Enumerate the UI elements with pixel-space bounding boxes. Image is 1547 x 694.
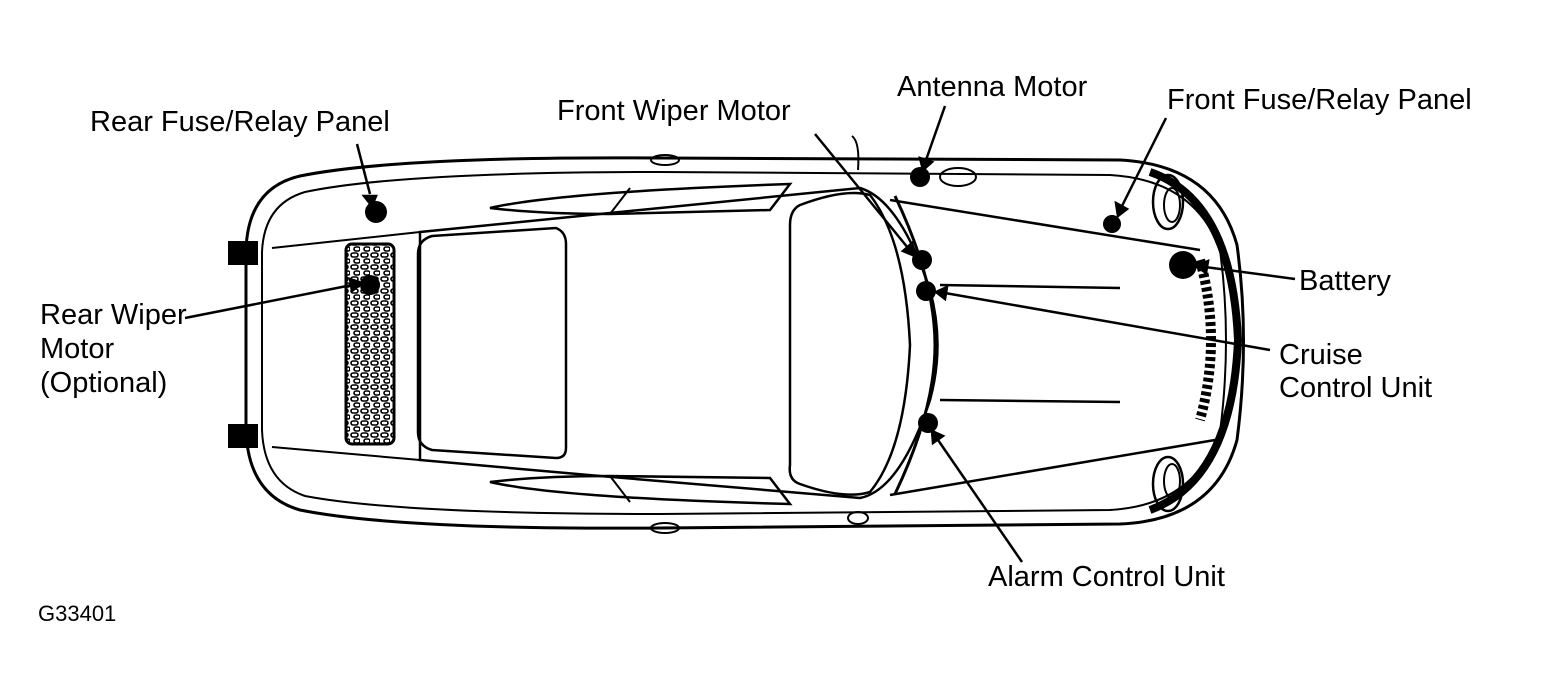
engine-grille	[344, 242, 396, 446]
mirror-bottom	[650, 522, 680, 534]
hood-line-bottom	[939, 398, 1121, 404]
rear-fuse-relay-panel-marker	[365, 201, 387, 223]
door-pillar-top	[609, 187, 631, 215]
alarm-control-unit-label: Alarm Control Unit	[988, 561, 1225, 593]
antenna-mast	[851, 135, 860, 171]
front-wiper-motor-label: Front Wiper Motor	[557, 95, 791, 127]
leader-lines	[184, 105, 1296, 563]
rear-bumper-guard-top	[228, 241, 258, 265]
rear-bumper-guard-bottom	[228, 424, 258, 448]
hood-line-top	[939, 283, 1121, 290]
rear-wiper-motor-label-line2: Motor	[40, 333, 115, 365]
front-fuse-relay-panel-label: Front Fuse/Relay Panel	[1167, 84, 1472, 116]
battery-label: Battery	[1299, 265, 1391, 297]
rear-window	[416, 226, 568, 460]
headlight-right	[1151, 455, 1185, 513]
body-line-top-front	[889, 198, 1201, 252]
rear-fuse-relay-panel-label: Rear Fuse/Relay Panel	[90, 106, 390, 138]
side-window-top	[489, 182, 793, 216]
body-line-top-rear	[271, 231, 421, 249]
windshield	[788, 191, 912, 496]
body-line-bottom-rear	[271, 446, 421, 461]
front-bumper	[1148, 168, 1243, 514]
antenna-motor-marker	[910, 167, 930, 187]
door-pillar-bottom	[609, 475, 631, 503]
figure-id: G33401	[38, 601, 117, 626]
alarm-control-unit-marker	[918, 413, 938, 433]
battery-marker	[1169, 251, 1197, 279]
cruise-control-unit-label-line1: Cruise	[1279, 339, 1363, 371]
rear-wiper-motor-label-line1: Rear Wiper	[40, 299, 187, 331]
headlight-right-inner	[1163, 463, 1181, 499]
cowl	[893, 195, 937, 495]
antenna-motor-label: Antenna Motor	[897, 71, 1088, 103]
front-fuse-relay-panel-marker	[1103, 215, 1121, 233]
body-line-bottom-front	[889, 438, 1216, 497]
headlight-left	[1151, 173, 1185, 231]
mirror-top	[650, 154, 680, 166]
cabin-outline	[418, 186, 939, 500]
rear-wiper-motor-marker	[360, 275, 380, 295]
cruise-control-unit-marker	[916, 281, 936, 301]
car-body-outline	[244, 156, 1245, 530]
side-window-bottom	[489, 474, 793, 506]
wiper-pivot-bottom	[847, 511, 869, 525]
headlight-left-inner	[1163, 187, 1181, 223]
fuel-filler	[939, 167, 977, 187]
rear-wiper-motor-label-line3: (Optional)	[40, 367, 168, 399]
cruise-control-unit-label-line2: Control Unit	[1279, 372, 1433, 404]
front-wiper-motor-marker	[912, 250, 932, 270]
